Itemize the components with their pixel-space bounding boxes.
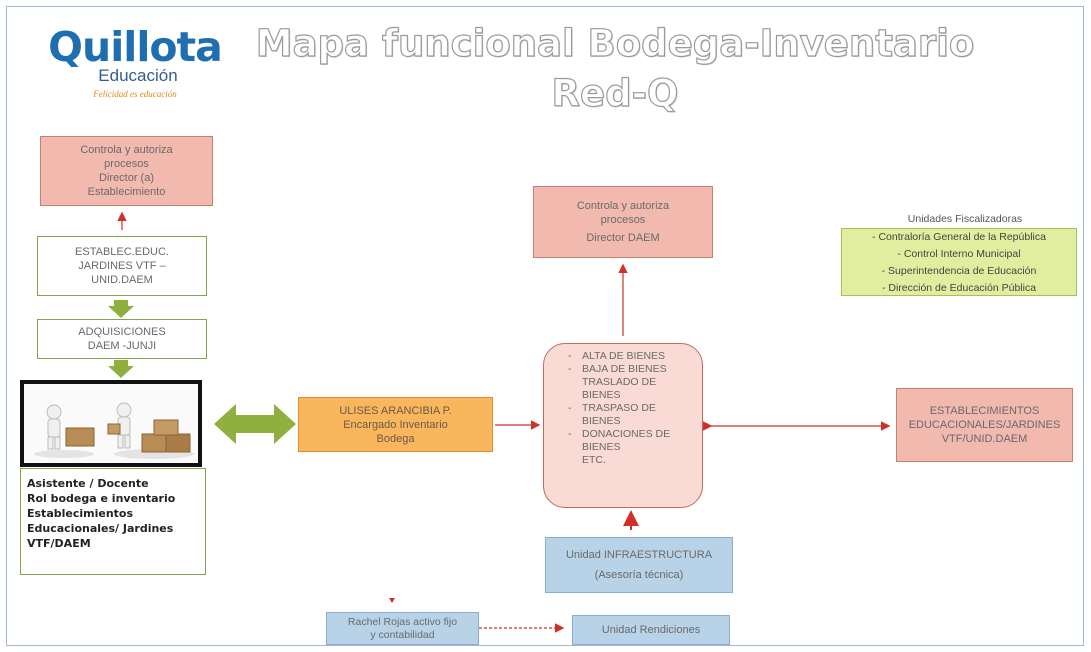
box-text: ESTABLEC.EDUC. bbox=[75, 246, 169, 258]
caption-line: Educacionales/ Jardines bbox=[27, 522, 174, 535]
green-arrow-down-2 bbox=[108, 360, 134, 378]
box-text: Director DAEM bbox=[586, 232, 660, 244]
role-caption: Asistente / Docente Rol bodega e inventa… bbox=[20, 468, 206, 575]
process-item: BIENES bbox=[582, 415, 621, 427]
fiscal-item: - Control Interno Municipal bbox=[897, 248, 1021, 260]
process-item: BIENES bbox=[582, 441, 621, 453]
box-text: UNID.DAEM bbox=[91, 274, 153, 286]
slide-frame bbox=[6, 6, 1084, 646]
people-with-boxes-image bbox=[20, 380, 202, 467]
small-down-triangle bbox=[389, 598, 395, 603]
box-text: (Asesoría técnica) bbox=[594, 569, 684, 581]
box-text: procesos bbox=[600, 214, 646, 226]
fiscal-item: - Dirección de Educación Pública bbox=[881, 282, 1037, 294]
diagram-title-line2: Red-Q bbox=[551, 71, 679, 115]
logo-subtitle: Educación bbox=[98, 66, 178, 85]
director-establishment-box: Controla y autoriza procesos Director (a… bbox=[40, 136, 213, 206]
infrastructure-box: Unidad INFRAESTRUCTURA (Asesoría técnica… bbox=[545, 537, 733, 593]
fiscal-item: - Contraloría General de la República bbox=[872, 231, 1046, 243]
double-headed-arrow bbox=[214, 404, 296, 444]
box-text: Bodega bbox=[376, 432, 415, 445]
box-text: EDUCACIONALES/JARDINES bbox=[908, 419, 1061, 431]
box-text: y contabilidad bbox=[370, 628, 435, 641]
box-text: ESTABLECIMIENTOS bbox=[929, 405, 1040, 417]
fiscal-units-box: - Contraloría General de la República - … bbox=[841, 228, 1077, 296]
fiscal-item: - Superintendencia de Educación bbox=[881, 265, 1037, 277]
box-text: Rachel Rojas activo fijo bbox=[347, 615, 458, 628]
box-text: Controla y autoriza bbox=[80, 144, 173, 156]
establishments-right-box: ESTABLECIMIENTOS EDUCACIONALES/JARDINES … bbox=[896, 388, 1073, 462]
warehouse-manager-box: ULISES ARANCIBIA P. Encargado Inventario… bbox=[298, 397, 493, 452]
process-item: ETC. bbox=[582, 454, 606, 466]
logo-title: Quillota bbox=[48, 23, 223, 71]
caption-line: Establecimientos bbox=[27, 507, 134, 520]
process-item: TRASLADO DE bbox=[582, 376, 657, 388]
box-text: Unidad Rendiciones bbox=[601, 624, 701, 636]
box-text: ULISES ARANCIBIA P. bbox=[339, 404, 452, 417]
acquisitions-box: ADQUISICIONES DAEM -JUNJI bbox=[37, 319, 207, 359]
logo-tagline: Felicidad es educación bbox=[93, 89, 177, 99]
establishments-box: ESTABLEC.EDUC. JARDINES VTF – UNID.DAEM bbox=[37, 236, 207, 296]
caption-line: Rol bodega e inventario bbox=[27, 492, 176, 505]
box-text: Encargado Inventario bbox=[343, 418, 448, 431]
process-item: TRASPASO DE bbox=[568, 402, 702, 415]
director-daem-box: Controla y autoriza procesos Director DA… bbox=[533, 186, 713, 258]
box-text: ADQUISICIONES bbox=[78, 326, 166, 338]
box-text: procesos bbox=[104, 158, 149, 170]
caption-line: VTF/DAEM bbox=[27, 537, 91, 550]
box-text: DAEM -JUNJI bbox=[87, 340, 157, 352]
box-text: Director (a) bbox=[98, 172, 154, 184]
box-text: Establecimiento bbox=[87, 186, 166, 198]
green-arrow-down-1 bbox=[108, 300, 134, 318]
process-item: BAJA DE BIENES bbox=[568, 363, 702, 376]
box-text: Unidad INFRAESTRUCTURA bbox=[565, 549, 713, 561]
box-text: JARDINES VTF – bbox=[78, 260, 166, 272]
process-item: BIENES bbox=[582, 389, 621, 401]
fixed-assets-box: Rachel Rojas activo fijo y contabilidad bbox=[326, 612, 479, 645]
caption-line: Asistente / Docente bbox=[27, 477, 149, 490]
box-text: VTF/UNID.DAEM bbox=[941, 433, 1028, 445]
process-item: DONACIONES DE bbox=[568, 428, 702, 441]
fiscal-units-title: Unidades Fiscalizadoras bbox=[907, 213, 1023, 225]
box-text: Controla y autoriza bbox=[576, 200, 670, 212]
accountability-unit-box: Unidad Rendiciones bbox=[572, 615, 730, 645]
process-item: ALTA DE BIENES bbox=[568, 350, 702, 363]
diagram-title-line1: Mapa funcional Bodega-Inventario bbox=[255, 21, 975, 65]
